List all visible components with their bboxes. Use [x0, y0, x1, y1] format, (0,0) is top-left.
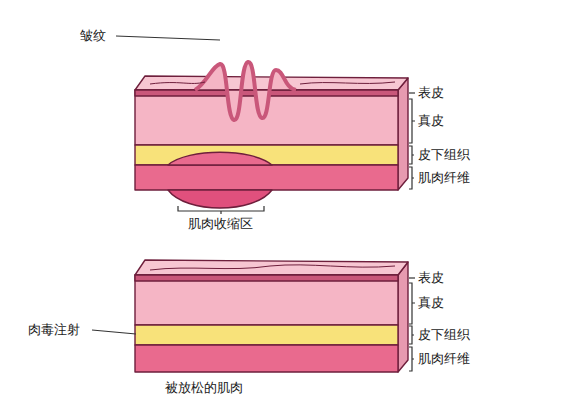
block-top [135, 260, 408, 275]
bracket [409, 92, 415, 93]
callout-label: 肉毒注射 [28, 322, 80, 338]
callout-label: 皱纹 [80, 28, 106, 44]
leader-line [92, 330, 136, 334]
subcutaneous-layer [135, 145, 398, 165]
layer-label: 肌肉纤维 [418, 351, 470, 367]
block-side [398, 78, 408, 190]
wrinkle [195, 62, 296, 120]
muscle-bulge [168, 190, 272, 208]
bracket [409, 277, 415, 278]
bracket [409, 347, 414, 371]
bracket [409, 99, 415, 143]
region-label: 被放松的肌肉 [165, 380, 243, 396]
muscle-bulge [168, 152, 272, 165]
layer-label: 肌肉纤维 [418, 170, 470, 186]
leader-line [116, 36, 220, 40]
skin-texture [150, 82, 395, 84]
layer-label: 真皮 [418, 295, 444, 311]
bracket [409, 167, 414, 189]
muscle-layer [135, 345, 398, 372]
region-label: 肌肉收缩区 [188, 216, 253, 232]
epidermis-layer [135, 275, 398, 281]
bracket [409, 326, 414, 344]
skin-texture [150, 265, 395, 270]
bracket [409, 283, 415, 324]
dermis-layer [135, 275, 398, 325]
layer-label: 表皮 [418, 85, 444, 101]
wrinkle-epidermis [195, 62, 296, 120]
bracket [409, 146, 414, 164]
muscle-layer [135, 165, 398, 190]
layer-label: 皮下组织 [418, 147, 470, 163]
layer-label: 表皮 [418, 270, 444, 286]
bracket [178, 206, 264, 214]
block-side [398, 262, 408, 372]
layer-label: 真皮 [418, 113, 444, 129]
layer-label: 皮下组织 [418, 327, 470, 343]
subcutaneous-layer [135, 325, 398, 345]
